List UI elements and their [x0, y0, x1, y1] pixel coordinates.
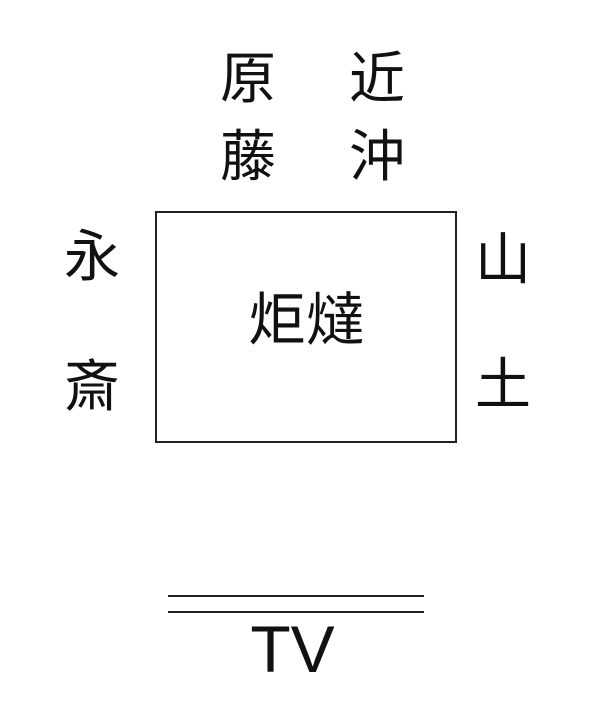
seat-right-1: 山: [475, 228, 531, 293]
seat-top-left-2: 藤: [220, 125, 276, 190]
seat-left-1: 永: [64, 225, 120, 290]
seat-right-2: 土: [475, 353, 531, 418]
kotatsu-table: 炬燵: [155, 211, 457, 443]
tv-shape: [168, 595, 424, 613]
seat-top-left-1: 原: [220, 47, 276, 112]
seat-top-right-1: 近: [349, 47, 405, 112]
seat-top-right-2: 沖: [349, 125, 405, 190]
tv-label: TV: [250, 612, 335, 686]
seat-left-2: 斎: [64, 355, 120, 420]
kotatsu-label: 炬燵: [247, 286, 364, 354]
